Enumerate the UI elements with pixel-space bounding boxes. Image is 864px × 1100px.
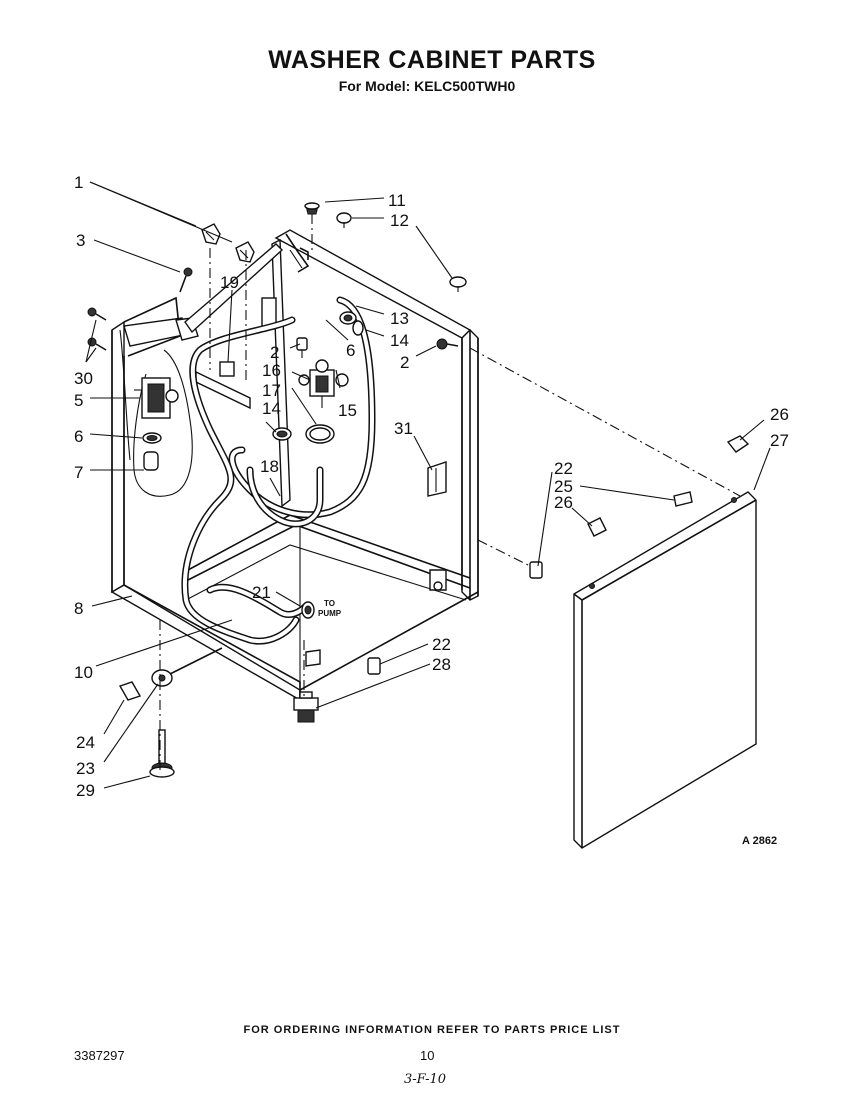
callout-15: 15	[338, 401, 357, 420]
callout-13: 13	[390, 309, 409, 328]
callout-3: 3	[76, 231, 85, 250]
callout-7: 7	[74, 463, 83, 482]
leader-lines	[85, 181, 771, 789]
model-subtitle: For Model: KELC500TWH0	[338, 78, 516, 94]
callout-31: 31	[394, 419, 413, 438]
ordering-note: FOR ORDERING INFORMATION REFER TO PARTS …	[243, 1024, 621, 1036]
page-number: 10	[420, 1048, 435, 1063]
callout-10: 10	[74, 663, 93, 682]
pump-note-to: TO	[324, 599, 335, 608]
callout-27: 27	[770, 431, 789, 450]
hoses	[119, 296, 376, 645]
callout-30: 30	[74, 369, 93, 388]
callout-2b: 2	[400, 353, 409, 372]
callout-labels: 1 3 11 12 19 13 14 2 6 16 17 15 30 5 6 7…	[74, 173, 789, 800]
callout-18: 18	[260, 457, 279, 476]
diagram-code: A 2862	[742, 835, 778, 847]
side-panel	[573, 491, 757, 849]
callout-29: 29	[76, 781, 95, 800]
alignment-lines	[159, 214, 741, 770]
callout-8: 8	[74, 599, 83, 618]
small-parts	[87, 202, 750, 778]
callout-22b: 22	[432, 635, 451, 654]
callout-22: 22	[554, 459, 573, 478]
callout-2: 2	[270, 343, 279, 362]
pump-note-pump: PUMP	[318, 609, 342, 618]
callout-14: 14	[390, 331, 409, 350]
callout-26: 26	[770, 405, 789, 424]
callout-16: 16	[262, 361, 281, 380]
callout-24: 24	[76, 733, 95, 752]
callout-11: 11	[388, 191, 406, 210]
callout-21: 21	[252, 583, 271, 602]
callout-26b: 26	[554, 493, 573, 512]
cabinet-body	[110, 229, 479, 702]
callout-1: 1	[74, 173, 83, 192]
callout-19: 19	[220, 273, 239, 292]
callout-25: 25	[554, 477, 573, 496]
page-title: WASHER CABINET PARTS	[268, 46, 596, 74]
callout-6b: 6	[74, 427, 83, 446]
document-number: 3387297	[74, 1048, 125, 1063]
handwritten-note: 3-F-10	[404, 1072, 447, 1087]
callout-12: 12	[390, 211, 409, 230]
callout-17: 17	[262, 381, 281, 400]
callout-14b: 14	[262, 399, 281, 418]
callout-23: 23	[76, 759, 95, 778]
callout-28: 28	[432, 655, 451, 674]
callout-5: 5	[74, 391, 83, 410]
callout-6: 6	[346, 341, 355, 360]
